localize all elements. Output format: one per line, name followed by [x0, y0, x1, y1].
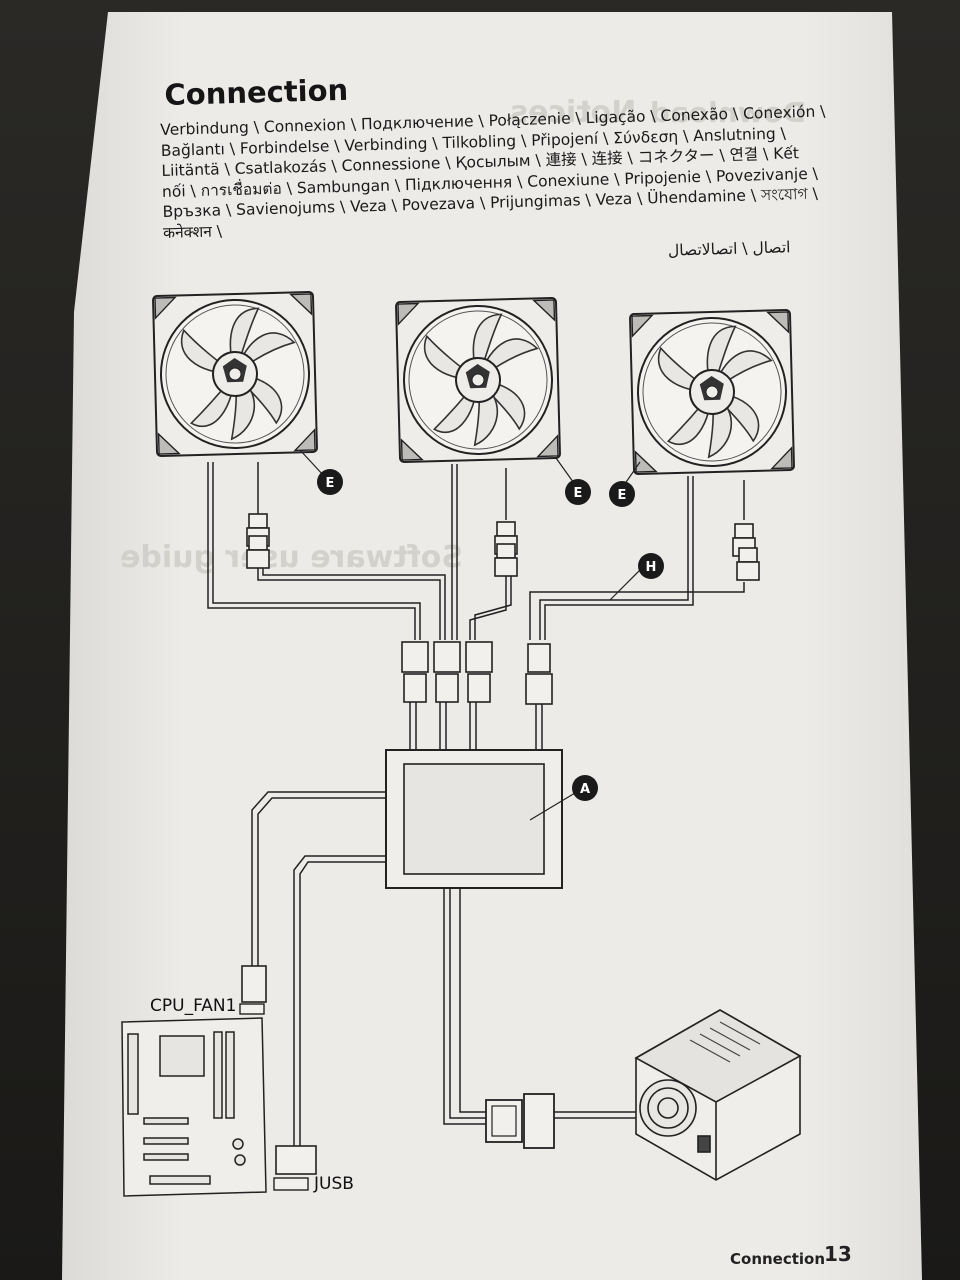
- power-supply: [634, 1009, 802, 1181]
- fan-badge-label: E: [574, 486, 583, 501]
- sata-power-connector: [485, 1093, 555, 1149]
- cpu-fan-plug: [241, 965, 267, 1003]
- fan-connectors: [246, 513, 760, 705]
- fan-badge-middle: E: [565, 479, 591, 505]
- page-number: 13: [824, 1242, 852, 1266]
- fan-middle: [394, 296, 562, 464]
- cpu-fan-label: CPU_FAN1: [150, 996, 237, 1016]
- footer-section-title: Connection: [730, 1250, 826, 1268]
- hub-badge: A: [572, 775, 598, 801]
- fan-cables: [207, 462, 745, 750]
- usb-header: [273, 1177, 309, 1191]
- fan-badge-right: E: [609, 481, 635, 507]
- cable-badge: H: [638, 553, 664, 579]
- usb-label: JUSB: [314, 1174, 354, 1194]
- fan-right: [628, 308, 796, 476]
- fan-hub: [385, 749, 563, 889]
- fan-badge-left: E: [317, 469, 343, 495]
- fan-badge-label: E: [326, 476, 335, 491]
- motherboard: [121, 1017, 267, 1197]
- usb-plug: [275, 1145, 317, 1175]
- cpu-fan-header: [239, 1003, 265, 1015]
- fan-badge-label: E: [618, 488, 627, 503]
- hub-output-cables: [251, 791, 645, 1146]
- hub-badge-label: A: [580, 782, 590, 797]
- fan-left: [151, 290, 319, 458]
- cable-badge-label: H: [646, 560, 657, 575]
